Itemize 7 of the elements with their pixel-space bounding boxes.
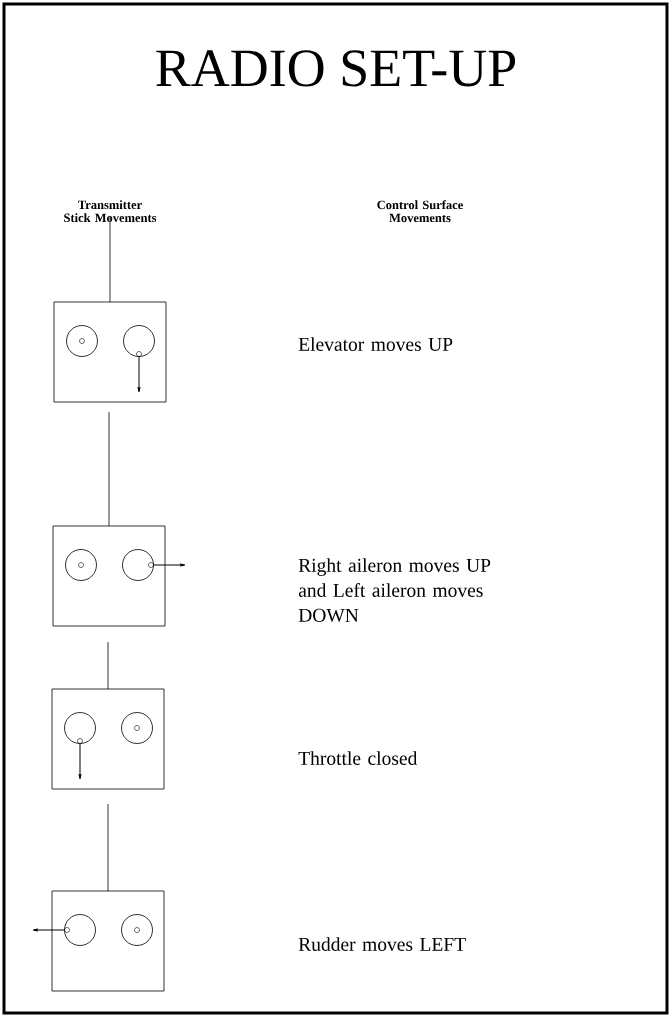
control-description: Throttle closed xyxy=(298,751,418,765)
column-heading: Control Surface Movements xyxy=(377,200,463,223)
control-description: Elevator moves UP xyxy=(298,337,453,351)
control-description: Right aileron moves UP and Left aileron moves DOWN xyxy=(298,558,491,623)
column-heading: Transmitter Stick Movements xyxy=(64,200,157,222)
control-description: Rudder moves LEFT xyxy=(298,937,466,951)
title: RADIO SET-UP xyxy=(156,50,516,87)
